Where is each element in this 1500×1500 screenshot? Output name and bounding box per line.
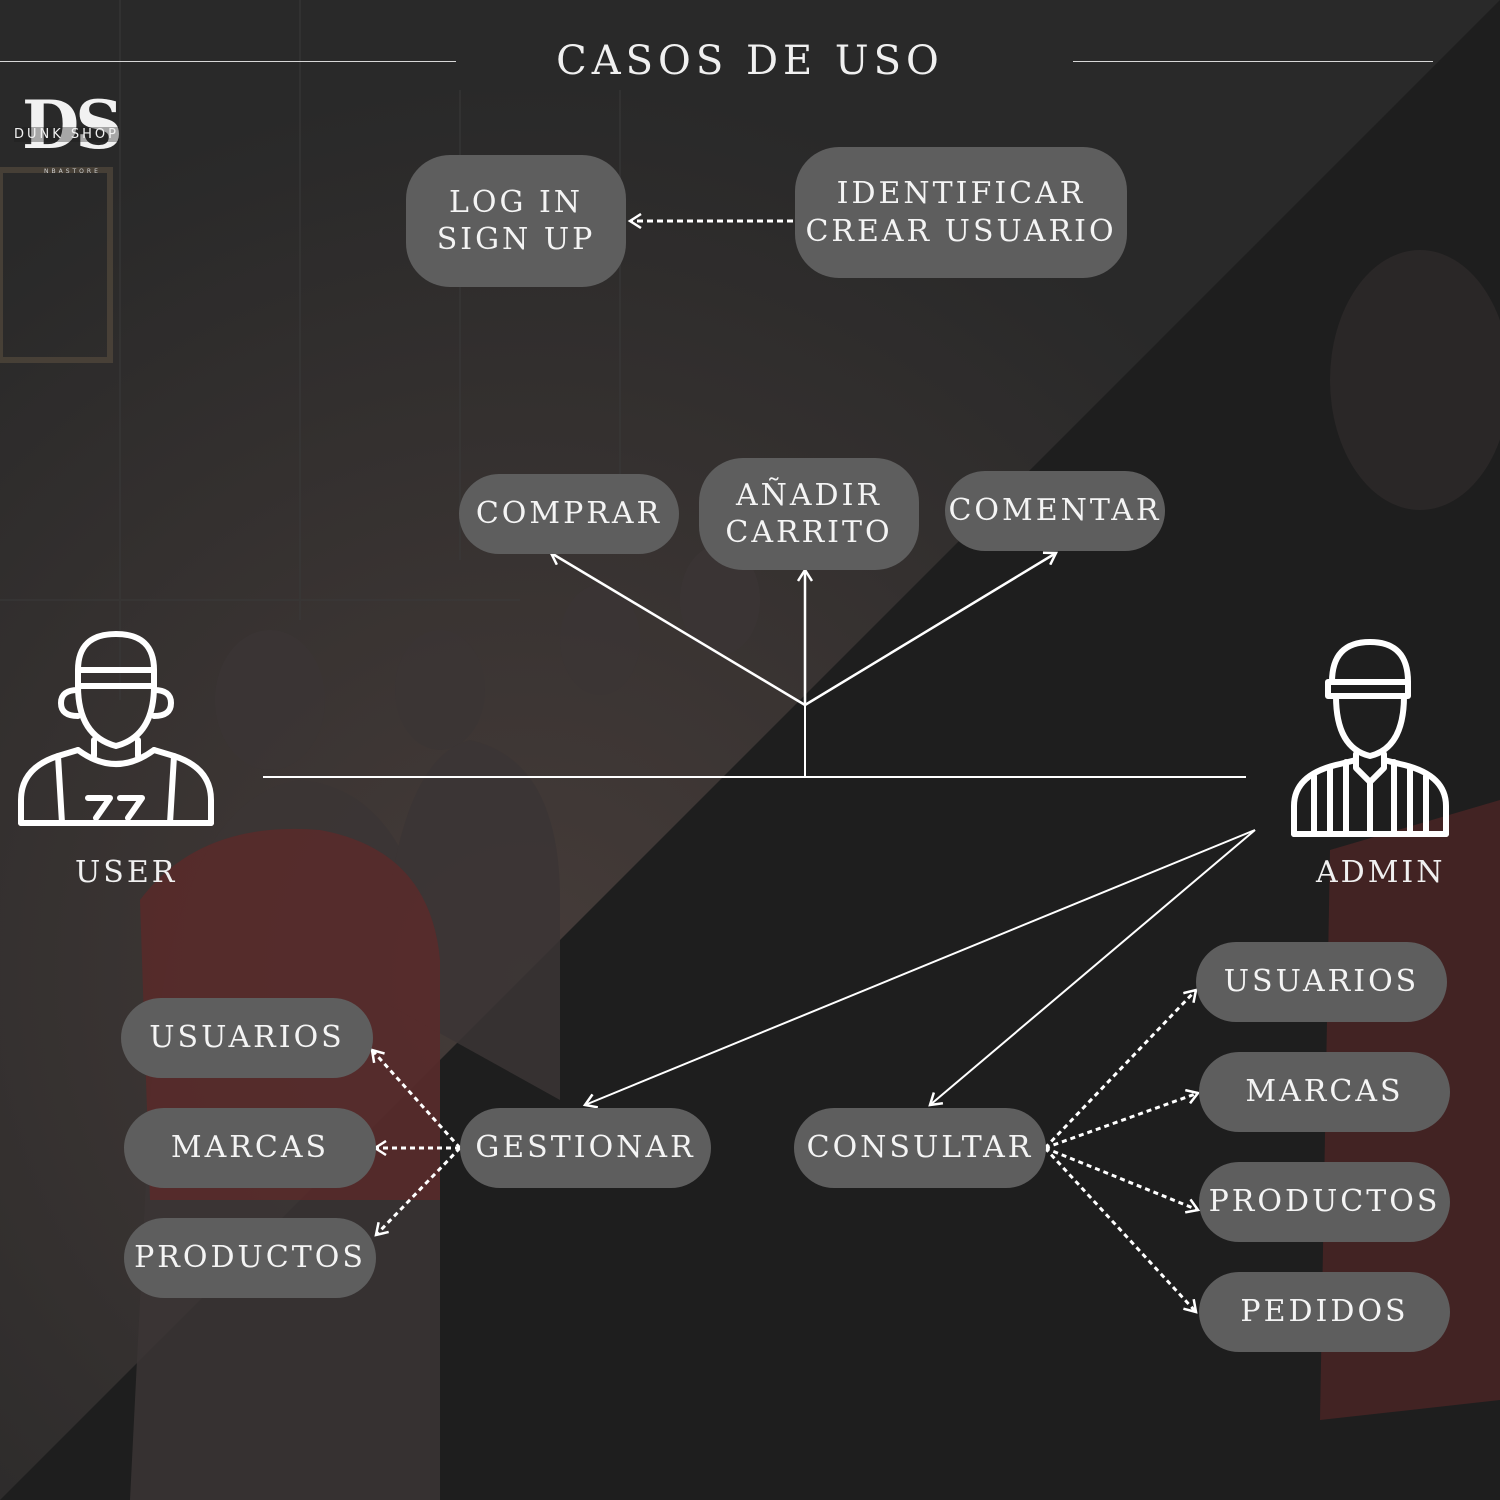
admin-actor-label: ADMIN: [1316, 855, 1446, 890]
comentar-label: COMENTAR: [948, 493, 1162, 529]
gestionar-marcas-label: MARCAS: [170, 1130, 330, 1166]
consultar-pedidos-label: PEDIDOS: [1240, 1294, 1409, 1330]
consultar-marcas-label: MARCAS: [1245, 1074, 1404, 1110]
consultar-node[interactable]: CONSULTAR: [794, 1108, 1046, 1188]
consultar-productos-node[interactable]: PRODUCTOS: [1199, 1162, 1450, 1242]
user-actor-label: USER: [75, 855, 178, 890]
gestionar-marcas-node[interactable]: MARCAS: [124, 1108, 376, 1188]
gestionar-productos-arrow: [376, 1146, 462, 1235]
consultar-productos-label: PRODUCTOS: [1208, 1184, 1441, 1220]
comprar-node[interactable]: COMPRAR: [459, 474, 679, 554]
comprar-arrow: [551, 553, 806, 707]
login-label: LOG IN: [448, 184, 584, 220]
gestionar-usuarios-arrow: [372, 1050, 462, 1150]
consultar-pedidos-node[interactable]: PEDIDOS: [1199, 1272, 1450, 1352]
admin-gestionar-arrow: [585, 829, 1256, 1105]
consultar-usuarios-label: USUARIOS: [1223, 964, 1420, 1000]
gestionar-productos-label: PRODUCTOS: [134, 1240, 366, 1276]
consultar-label: CONSULTAR: [806, 1130, 1034, 1166]
comentar-node[interactable]: COMENTAR: [945, 471, 1165, 551]
referee-icon: [1291, 639, 1449, 837]
signup-label: SIGN UP: [436, 222, 596, 257]
page-title: CASOS DE USO: [556, 38, 944, 84]
create-user-label: CREAR USUARIO: [805, 213, 1117, 249]
consultar-usuarios-arrow: [1043, 990, 1196, 1150]
gestionar-label: GESTIONAR: [475, 1130, 696, 1166]
comprar-label: COMPRAR: [475, 496, 663, 532]
carrito-label: CARRITO: [725, 515, 893, 550]
gestionar-node[interactable]: GESTIONAR: [460, 1108, 711, 1188]
logo-tagline: NBASTORE: [44, 168, 101, 175]
title-rule-right: [1073, 61, 1433, 62]
admin-consultar-arrow: [930, 829, 1256, 1105]
dunk-shop-logo: DS DUNK SHOP NBASTORE: [14, 86, 149, 182]
gestionar-productos-node[interactable]: PRODUCTOS: [124, 1218, 376, 1298]
gestionar-usuarios-label: USUARIOS: [149, 1020, 345, 1056]
title-rule-left: [0, 61, 456, 62]
consultar-marcas-node[interactable]: MARCAS: [1199, 1052, 1450, 1132]
anadir-label: AÑADIR: [735, 477, 883, 513]
comentar-arrow: [804, 553, 1056, 707]
consultar-productos-arrow: [1044, 1146, 1198, 1210]
consultar-marcas-arrow: [1044, 1093, 1198, 1150]
consultar-pedidos-arrow: [1043, 1146, 1196, 1312]
logo-name: DUNK SHOP: [14, 127, 120, 142]
basketball-player-icon: [18, 631, 214, 826]
gestionar-usuarios-node[interactable]: USUARIOS: [121, 998, 373, 1078]
logo-initials: DS: [22, 86, 123, 164]
consultar-usuarios-node[interactable]: USUARIOS: [1196, 942, 1447, 1022]
identify-label: IDENTIFICAR: [836, 176, 1086, 211]
